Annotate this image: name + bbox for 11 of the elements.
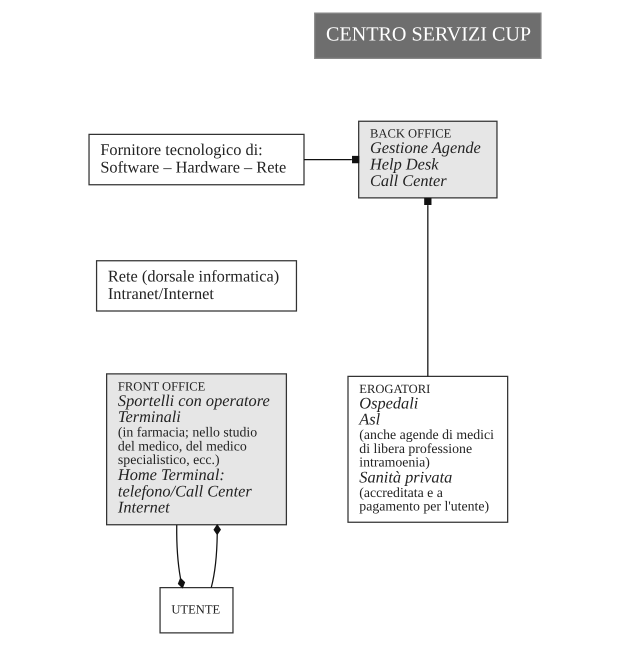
node-box: UTENTE (158, 587, 234, 634)
connector (304, 156, 359, 164)
node-box: FRONT OFFICE Sportelli con operatore Terminali (in farmacia; nello studio del medico, del medico specialistico, ecc.) Home Terminal: telefono/Call Center Internet (106, 373, 287, 526)
node-box: EROGATORI Ospedali Asl (anche agende di medici di libera professione intramoenia) Sanità privata (accreditata e a pagamento per l'utente) (346, 376, 508, 523)
connector (424, 198, 431, 376)
node-box: BACK OFFICE Gestione Agende Help Desk Call Center (358, 120, 498, 199)
connector (176, 525, 185, 589)
node-box: CENTRO SERVIZI CUP (314, 12, 542, 59)
connector (210, 524, 220, 588)
node-box: Rete (dorsale informatica) Intranet/Internet (95, 260, 297, 312)
node-box: Fornitore tecnologico di: Software – Hardware – Rete (88, 134, 304, 186)
